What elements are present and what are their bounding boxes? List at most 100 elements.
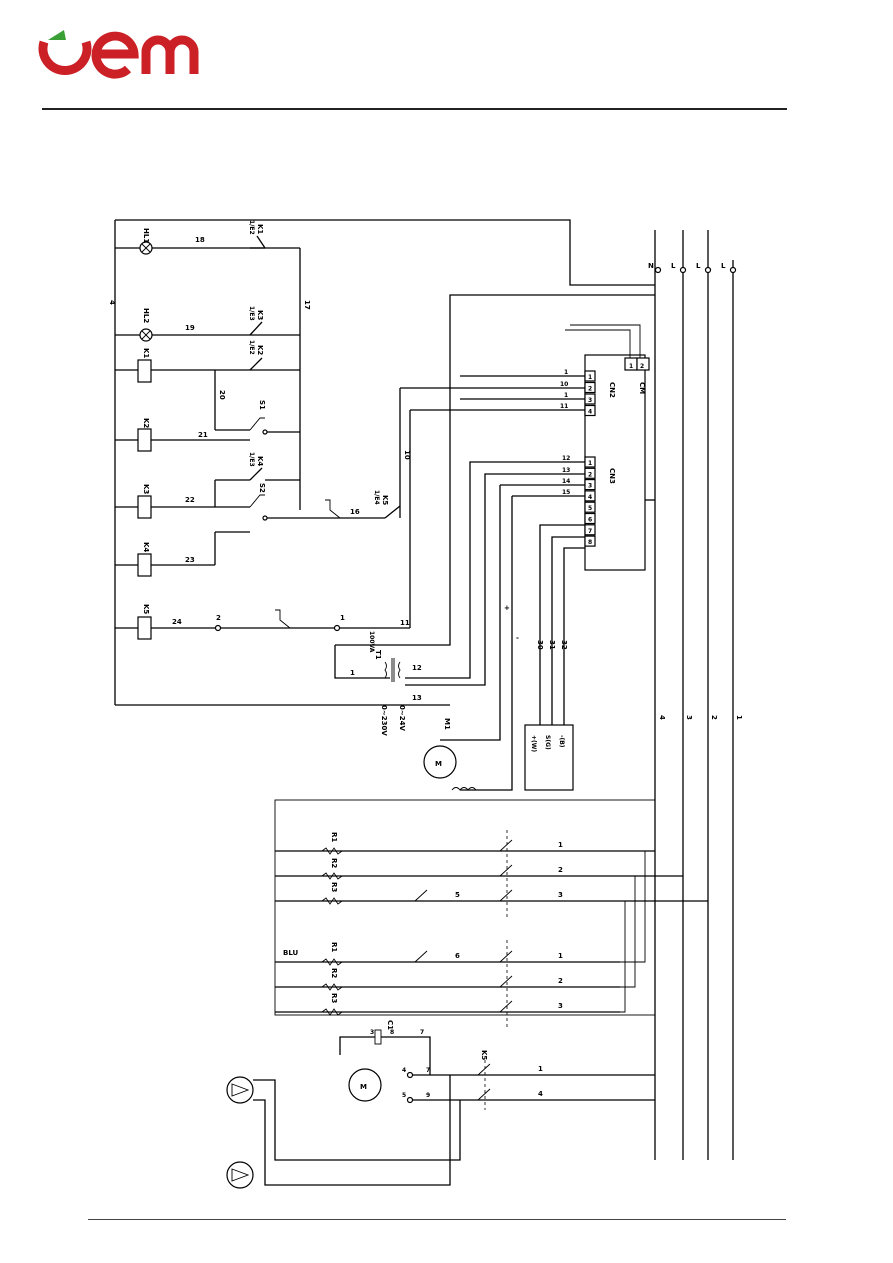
heater-wire-1: 1 <box>558 841 563 849</box>
motor-m1: M M1 <box>423 718 477 791</box>
heater-r1-a: R1 <box>330 832 338 842</box>
heater-wire-6: 6 <box>455 952 460 960</box>
wire-24: 24 <box>172 618 182 626</box>
wiring-diagram: N L L L 4 3 2 1 4 HL1 18 K1 1/E2 17 HL2 … <box>108 219 743 1189</box>
pump-line-4: 4 <box>538 1090 543 1098</box>
board-top-pin-2: 2 <box>640 363 644 370</box>
relay-k4: K4 <box>142 542 150 552</box>
supply-label-l2: L <box>696 262 701 270</box>
motor-m1-symbol: M <box>435 760 442 768</box>
heater-wire-3: 3 <box>558 891 563 899</box>
contact-k5: K5 <box>381 495 389 505</box>
wire-1: 1 <box>340 614 345 622</box>
wire-11: 11 <box>400 619 410 627</box>
heater-wire-1b: 1 <box>558 952 563 960</box>
contact-k1: K1 <box>256 224 264 234</box>
relay-k3: K3 <box>142 484 150 494</box>
cn2-wires: 1 10 1 11 <box>460 369 585 411</box>
pump-k5: K5 <box>480 1050 488 1060</box>
pump-circuit: C1 3 8 7 M 4 7 5 9 K5 1 4 <box>226 1020 655 1189</box>
transformer-primary: 0~230V <box>380 705 388 736</box>
sign-plus: + <box>504 604 510 612</box>
pump-term-8: 8 <box>390 1029 394 1036</box>
connector-pin-number: 4 <box>588 494 592 501</box>
contact-k3-ref: 1/E3 <box>248 306 255 321</box>
wire-10: 10 <box>403 450 411 460</box>
connector-pin-number: 3 <box>588 483 592 490</box>
wire-30: 30 <box>536 640 544 650</box>
probe-sensor: +(W) S(G) -(B) <box>524 724 574 791</box>
heater-r1-b: R1 <box>330 942 338 952</box>
board-top-pin-1: 1 <box>629 363 633 370</box>
motor-m1-name: M1 <box>443 718 451 730</box>
board-label: CM <box>638 382 646 394</box>
wire-18: 18 <box>195 236 205 244</box>
supply-label-l3: L <box>721 262 726 270</box>
contact-k4-ref: 1/E3 <box>248 452 255 467</box>
heater-circuit: R1 R2 R3 1 2 3 5 BLU R1 R2 R3 1 2 3 6 <box>274 799 708 1030</box>
bus-number-2: 2 <box>710 715 718 720</box>
transformer-secondary: 0~24V <box>398 705 406 731</box>
probe-signal: S(G) <box>544 735 551 750</box>
lamp-hl2: HL2 <box>142 308 150 323</box>
supply-buses: N L L L 4 3 2 1 <box>648 230 743 1160</box>
contact-k2-ref: 1/E2 <box>248 340 255 355</box>
connector-pin-number: 3 <box>588 397 592 404</box>
contact-k2: K2 <box>256 345 264 355</box>
heater-r2-a: R2 <box>330 858 338 868</box>
pump-term-5: 5 <box>402 1092 406 1099</box>
pump-term-4: 4 <box>402 1067 406 1074</box>
cn3-wire-12: 12 <box>562 455 570 462</box>
bus-number-3: 3 <box>685 715 693 720</box>
pump-term-7: 7 <box>420 1029 424 1036</box>
footer-divider <box>88 1219 786 1220</box>
transformer-rating: 100VA <box>368 631 375 653</box>
bus-number-4: 4 <box>658 715 666 720</box>
connector-pin <box>584 535 596 547</box>
control-board: 1 2 CM CN2 CN3 <box>565 324 650 571</box>
connector-pin-number: 6 <box>588 517 592 524</box>
wire-20: 20 <box>218 390 226 400</box>
wire-1-primary: 1 <box>350 669 355 677</box>
wire-23: 23 <box>185 556 195 564</box>
connector-pin-number: 8 <box>588 539 592 546</box>
supply-label-l1: L <box>671 262 676 270</box>
contact-k4: K4 <box>256 456 264 466</box>
wire-12: 12 <box>412 664 422 672</box>
wire-4-left: 4 <box>108 300 116 305</box>
connector-pin-number: 7 <box>588 528 592 535</box>
probe-minus: -(B) <box>558 735 565 748</box>
wire-32: 32 <box>560 640 568 650</box>
pump-line-1: 1 <box>538 1065 543 1073</box>
heater-r2-b: R2 <box>330 968 338 978</box>
relay-k2: K2 <box>142 418 150 428</box>
contact-k1-ref: 1/E2 <box>248 220 255 235</box>
wire-2: 2 <box>216 614 221 622</box>
connector-pin-number: 2 <box>588 386 592 393</box>
heater-blu: BLU <box>283 949 299 957</box>
oem-logo <box>38 30 199 79</box>
sign-minus: - <box>516 634 519 642</box>
connector-pin-number: 5 <box>588 505 592 512</box>
cn3-wire-15: 15 <box>562 489 570 496</box>
connector-pin <box>584 467 596 479</box>
pump-term-3: 3 <box>370 1029 374 1036</box>
connector-pin-number: 1 <box>588 460 592 467</box>
wire-13: 13 <box>412 694 422 702</box>
connector-cn2: CN2 <box>608 382 616 398</box>
connector-pin <box>584 501 596 513</box>
cn2-wire-11: 11 <box>560 403 568 410</box>
connector-pin <box>584 512 596 525</box>
contact-k5-ref: 1/E4 <box>373 490 380 505</box>
cn2-wire-1: 1 <box>564 369 568 376</box>
bus-number-1: 1 <box>735 715 743 720</box>
wire-21: 21 <box>198 431 208 439</box>
supply-label-n: N <box>648 262 654 270</box>
lamp-hl1: HL1 <box>142 228 150 243</box>
control-circuit: 4 HL1 18 K1 1/E2 17 HL2 19 K3 1/E3 K1 K2… <box>108 219 655 736</box>
pump-term-9: 9 <box>426 1092 430 1099</box>
connector-pin <box>584 524 596 536</box>
wire-31: 31 <box>548 640 556 650</box>
transformer-name: T1 <box>374 650 382 660</box>
